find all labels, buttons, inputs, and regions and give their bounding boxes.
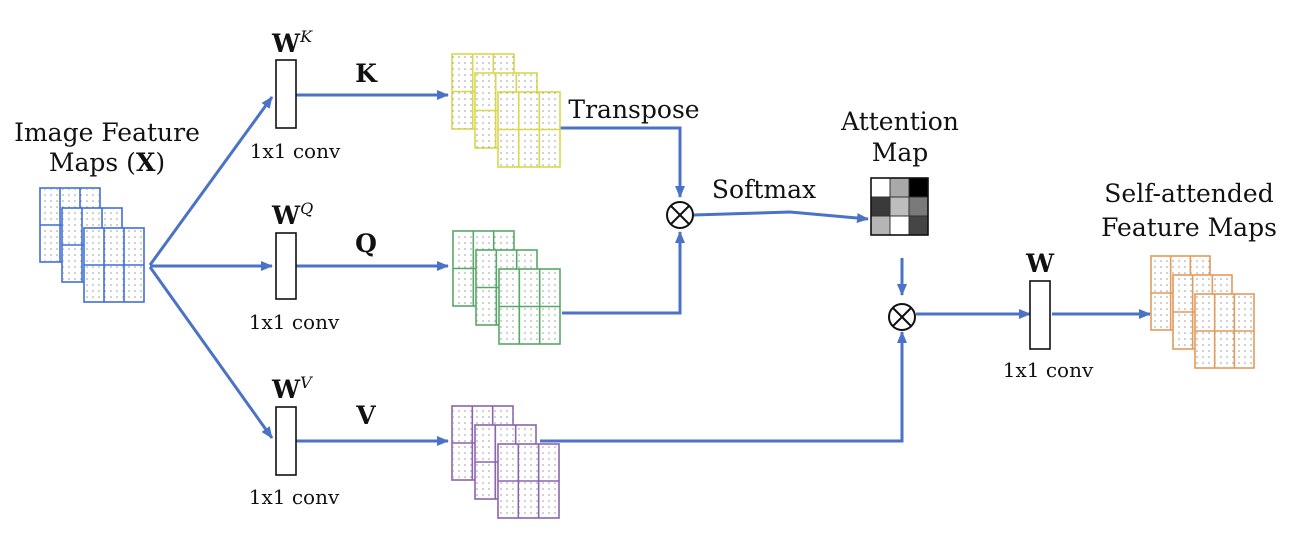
attention-cell [908, 196, 929, 217]
edges [148, 90, 1151, 446]
feature-map-sheet [497, 91, 561, 168]
attention-cell [889, 177, 910, 198]
conv-label-wv: 1x1 conv [249, 485, 340, 509]
attention-cell [889, 196, 910, 217]
output-label-line2: Feature Maps [1101, 213, 1277, 242]
attention-label-line1: Attention [840, 107, 959, 136]
conv-box-wq [275, 232, 297, 300]
conv-box-w [1029, 280, 1051, 350]
feature-map-sheet [498, 268, 561, 345]
feature-map-sheet [497, 443, 560, 519]
feature-map-sheet [1194, 293, 1255, 369]
matmul-node-1 [666, 201, 694, 229]
weight-label-wq: WQ [271, 199, 313, 230]
edge-input-to-wv [148, 266, 274, 439]
conv-label-w: 1x1 conv [1003, 358, 1094, 382]
attention-cell [870, 177, 891, 198]
query-label: Q [355, 229, 377, 258]
edge-key-transpose-to-mult [556, 126, 685, 198]
weight-label-wv: WV [271, 373, 313, 404]
input-label-line1: Image Feature [14, 118, 200, 147]
input-feature-maps [39, 187, 145, 303]
attention-label-line2: Map [872, 138, 929, 167]
weight-label-wk: WK [271, 27, 313, 58]
conv-label-wq: 1x1 conv [249, 310, 340, 334]
key-feature-maps [451, 53, 561, 168]
key-label: K [355, 59, 378, 88]
attention-cell [889, 215, 910, 236]
conv-label-wk: 1x1 conv [250, 139, 341, 163]
self-attended-feature-maps [1150, 255, 1255, 369]
transpose-label: Transpose [568, 95, 699, 124]
softmax-label: Softmax [712, 175, 816, 204]
feature-map-sheet [83, 227, 145, 303]
query-feature-maps [452, 230, 561, 345]
edge-mult-to-attention [692, 210, 869, 223]
attention-cell [908, 215, 929, 236]
attention-map [870, 177, 929, 236]
attention-cell [870, 196, 891, 217]
value-feature-maps [451, 405, 560, 519]
value-label: V [355, 401, 376, 430]
matmul-node-2 [888, 303, 916, 331]
output-label-line1: Self-attended [1104, 179, 1273, 208]
conv-box-wv [275, 406, 297, 476]
edge-value-to-mult2 [540, 331, 907, 443]
attention-cell [908, 177, 929, 198]
conv-box-wk [275, 59, 297, 129]
attention-cell [870, 215, 891, 236]
weight-label-w: W [1025, 249, 1055, 278]
edge-input-to-wk [148, 96, 274, 266]
input-label-line2: Maps (X) [49, 148, 165, 177]
edge-query-to-mult [562, 231, 685, 315]
